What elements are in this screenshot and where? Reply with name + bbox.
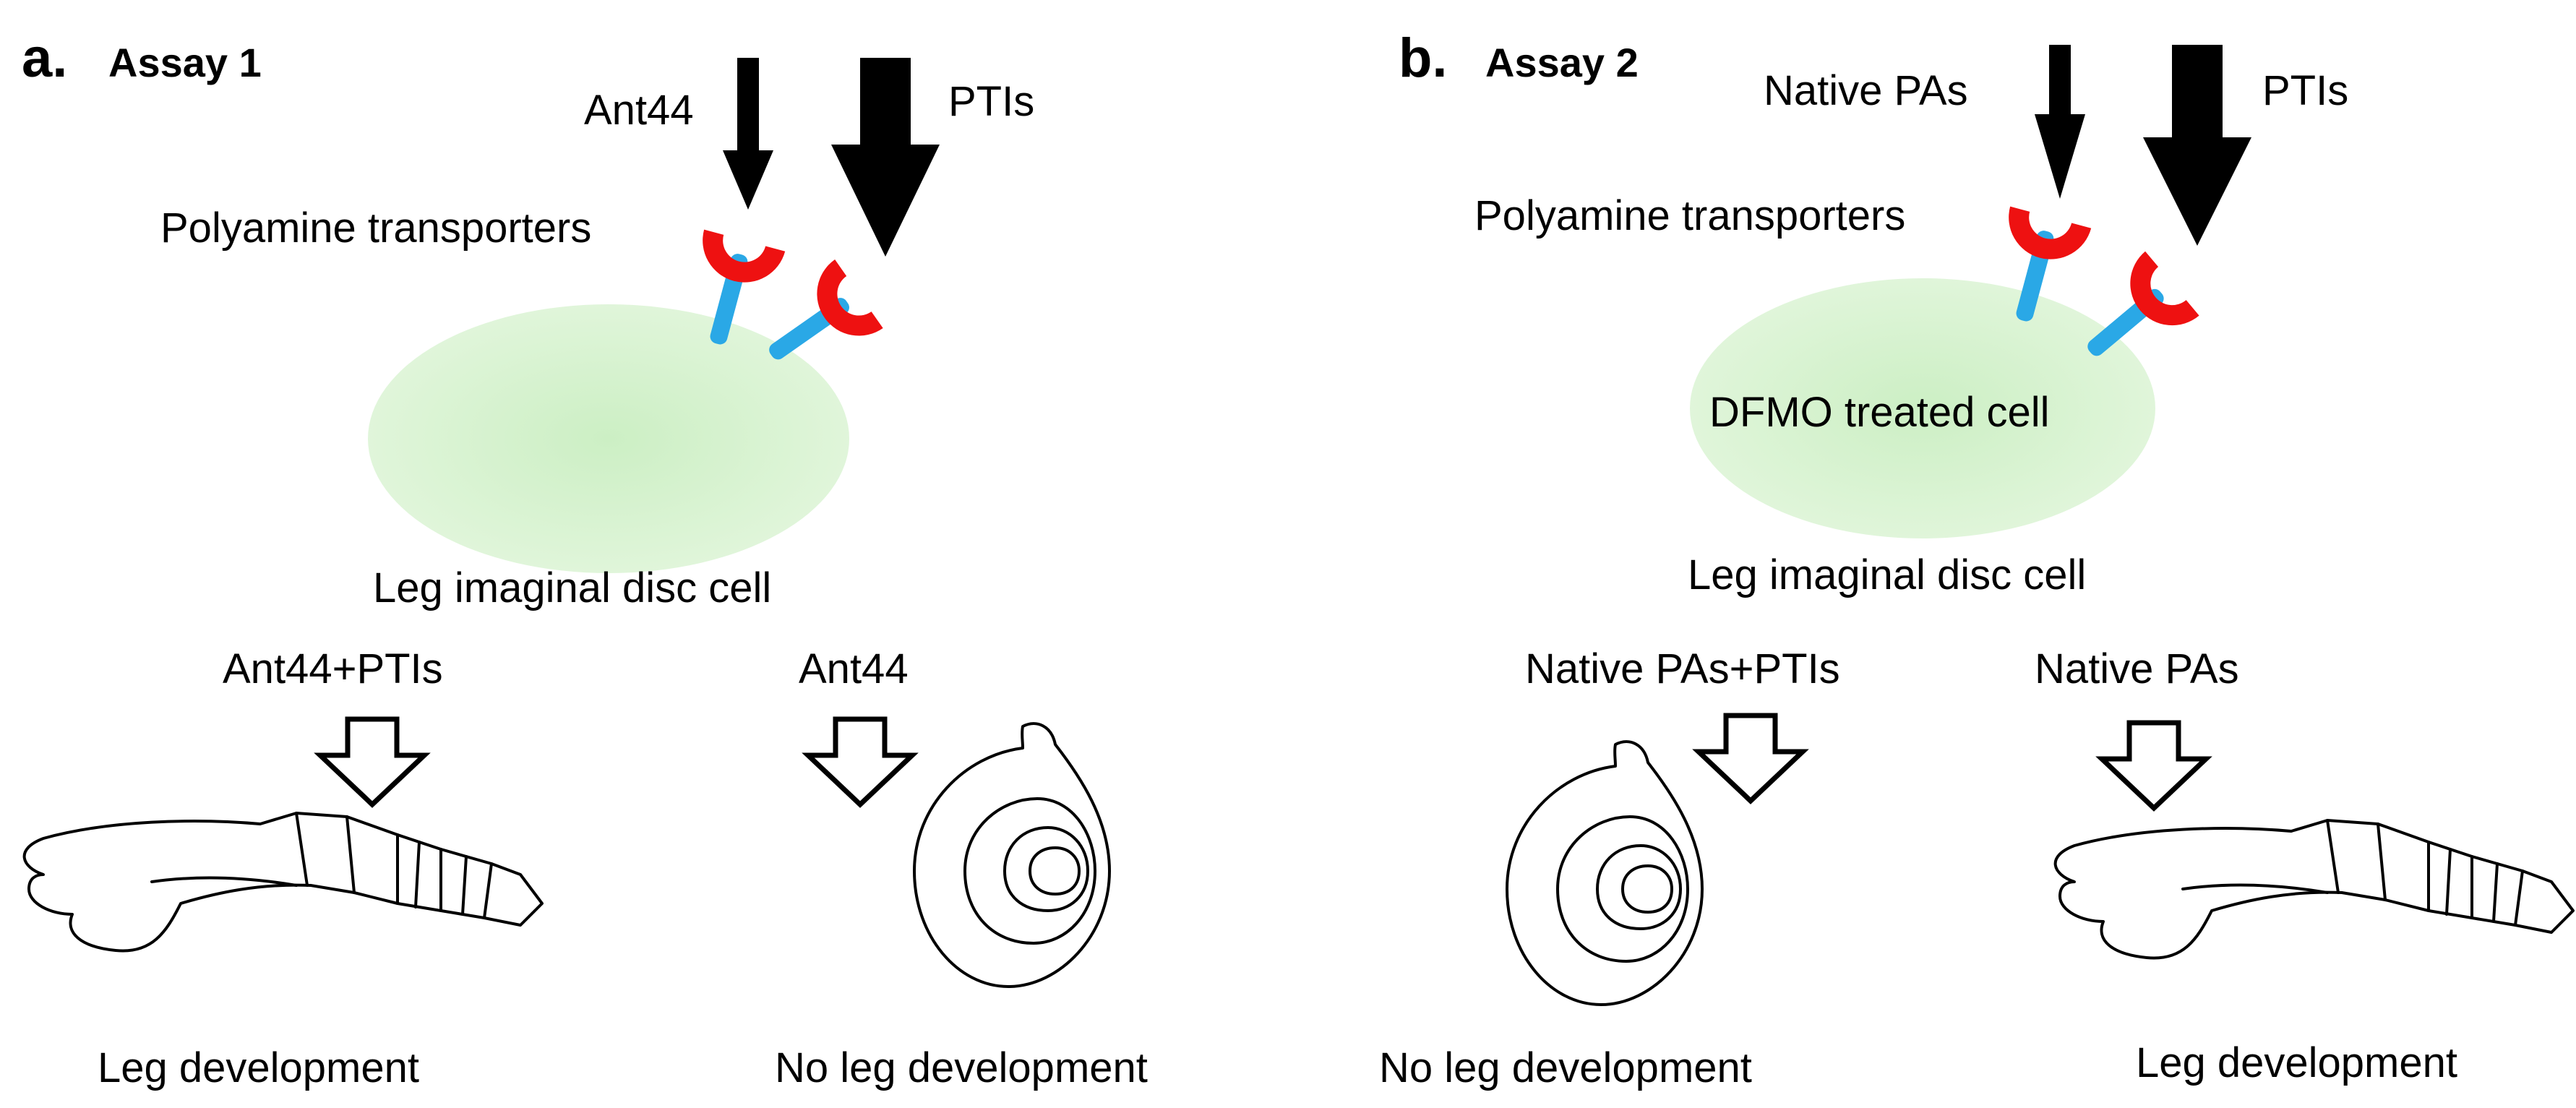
panel-a-condition-right: Ant44 — [799, 645, 909, 692]
panel-b-outcome-right: Leg development — [2136, 1039, 2457, 1086]
hollow-down-arrow-icon — [808, 719, 912, 804]
hollow-down-arrow-icon — [2102, 723, 2206, 808]
panel-b-condition-left: Native PAs+PTIs — [1525, 645, 1840, 692]
panel-b-right-input-label: PTIs — [2262, 67, 2348, 114]
solid-down-arrow-icon — [2035, 45, 2085, 199]
panel-b-cell-inner-label: DFMO treated cell — [1709, 389, 2050, 436]
panel-a-letter: a. — [22, 27, 67, 89]
hollow-down-arrow-icon — [1699, 716, 1803, 801]
disc-sketch-icon — [913, 722, 1111, 988]
panel-a-right-input-label: PTIs — [948, 78, 1034, 125]
panel-a-left-input-label: Ant44 — [584, 87, 694, 134]
panel-a-transporters-label: Polyamine transporters — [160, 205, 591, 252]
panel-a-outcome-right: No leg development — [775, 1044, 1148, 1091]
solid-down-arrow-icon — [2143, 45, 2251, 246]
solid-down-arrow-icon — [723, 58, 773, 210]
panel-b-letter: b. — [1399, 27, 1448, 89]
panel-a-outcome-left: Leg development — [98, 1044, 419, 1091]
panel-b-outcome-left: No leg development — [1379, 1044, 1752, 1091]
panel-b-condition-right: Native PAs — [2035, 645, 2239, 692]
panel-b-cell-label: Leg imaginal disc cell — [1688, 551, 2086, 598]
panel-a: a. Assay 1 Ant44 PTIs Polyamine transpor… — [22, 27, 1148, 1091]
panel-a-cell-label: Leg imaginal disc cell — [373, 564, 771, 611]
leg-sketch-icon — [22, 812, 544, 953]
panel-b: b. Assay 2 Native PAs PTIs Polyamine tra… — [1379, 27, 2575, 1091]
panel-a-condition-left: Ant44+PTIs — [223, 645, 443, 692]
panel-b-left-input-label: Native PAs — [1764, 67, 1968, 114]
hollow-down-arrow-icon — [320, 719, 424, 804]
panel-b-title: Assay 2 — [1485, 40, 1639, 85]
cell-ellipse — [368, 304, 849, 573]
cell-ellipse — [1690, 278, 2155, 538]
disc-sketch-icon — [1506, 740, 1704, 1006]
panel-a-title: Assay 1 — [108, 40, 262, 85]
panel-b-transporters-label: Polyamine transporters — [1474, 192, 1905, 239]
solid-down-arrow-icon — [831, 58, 940, 257]
leg-sketch-icon — [2053, 819, 2575, 960]
